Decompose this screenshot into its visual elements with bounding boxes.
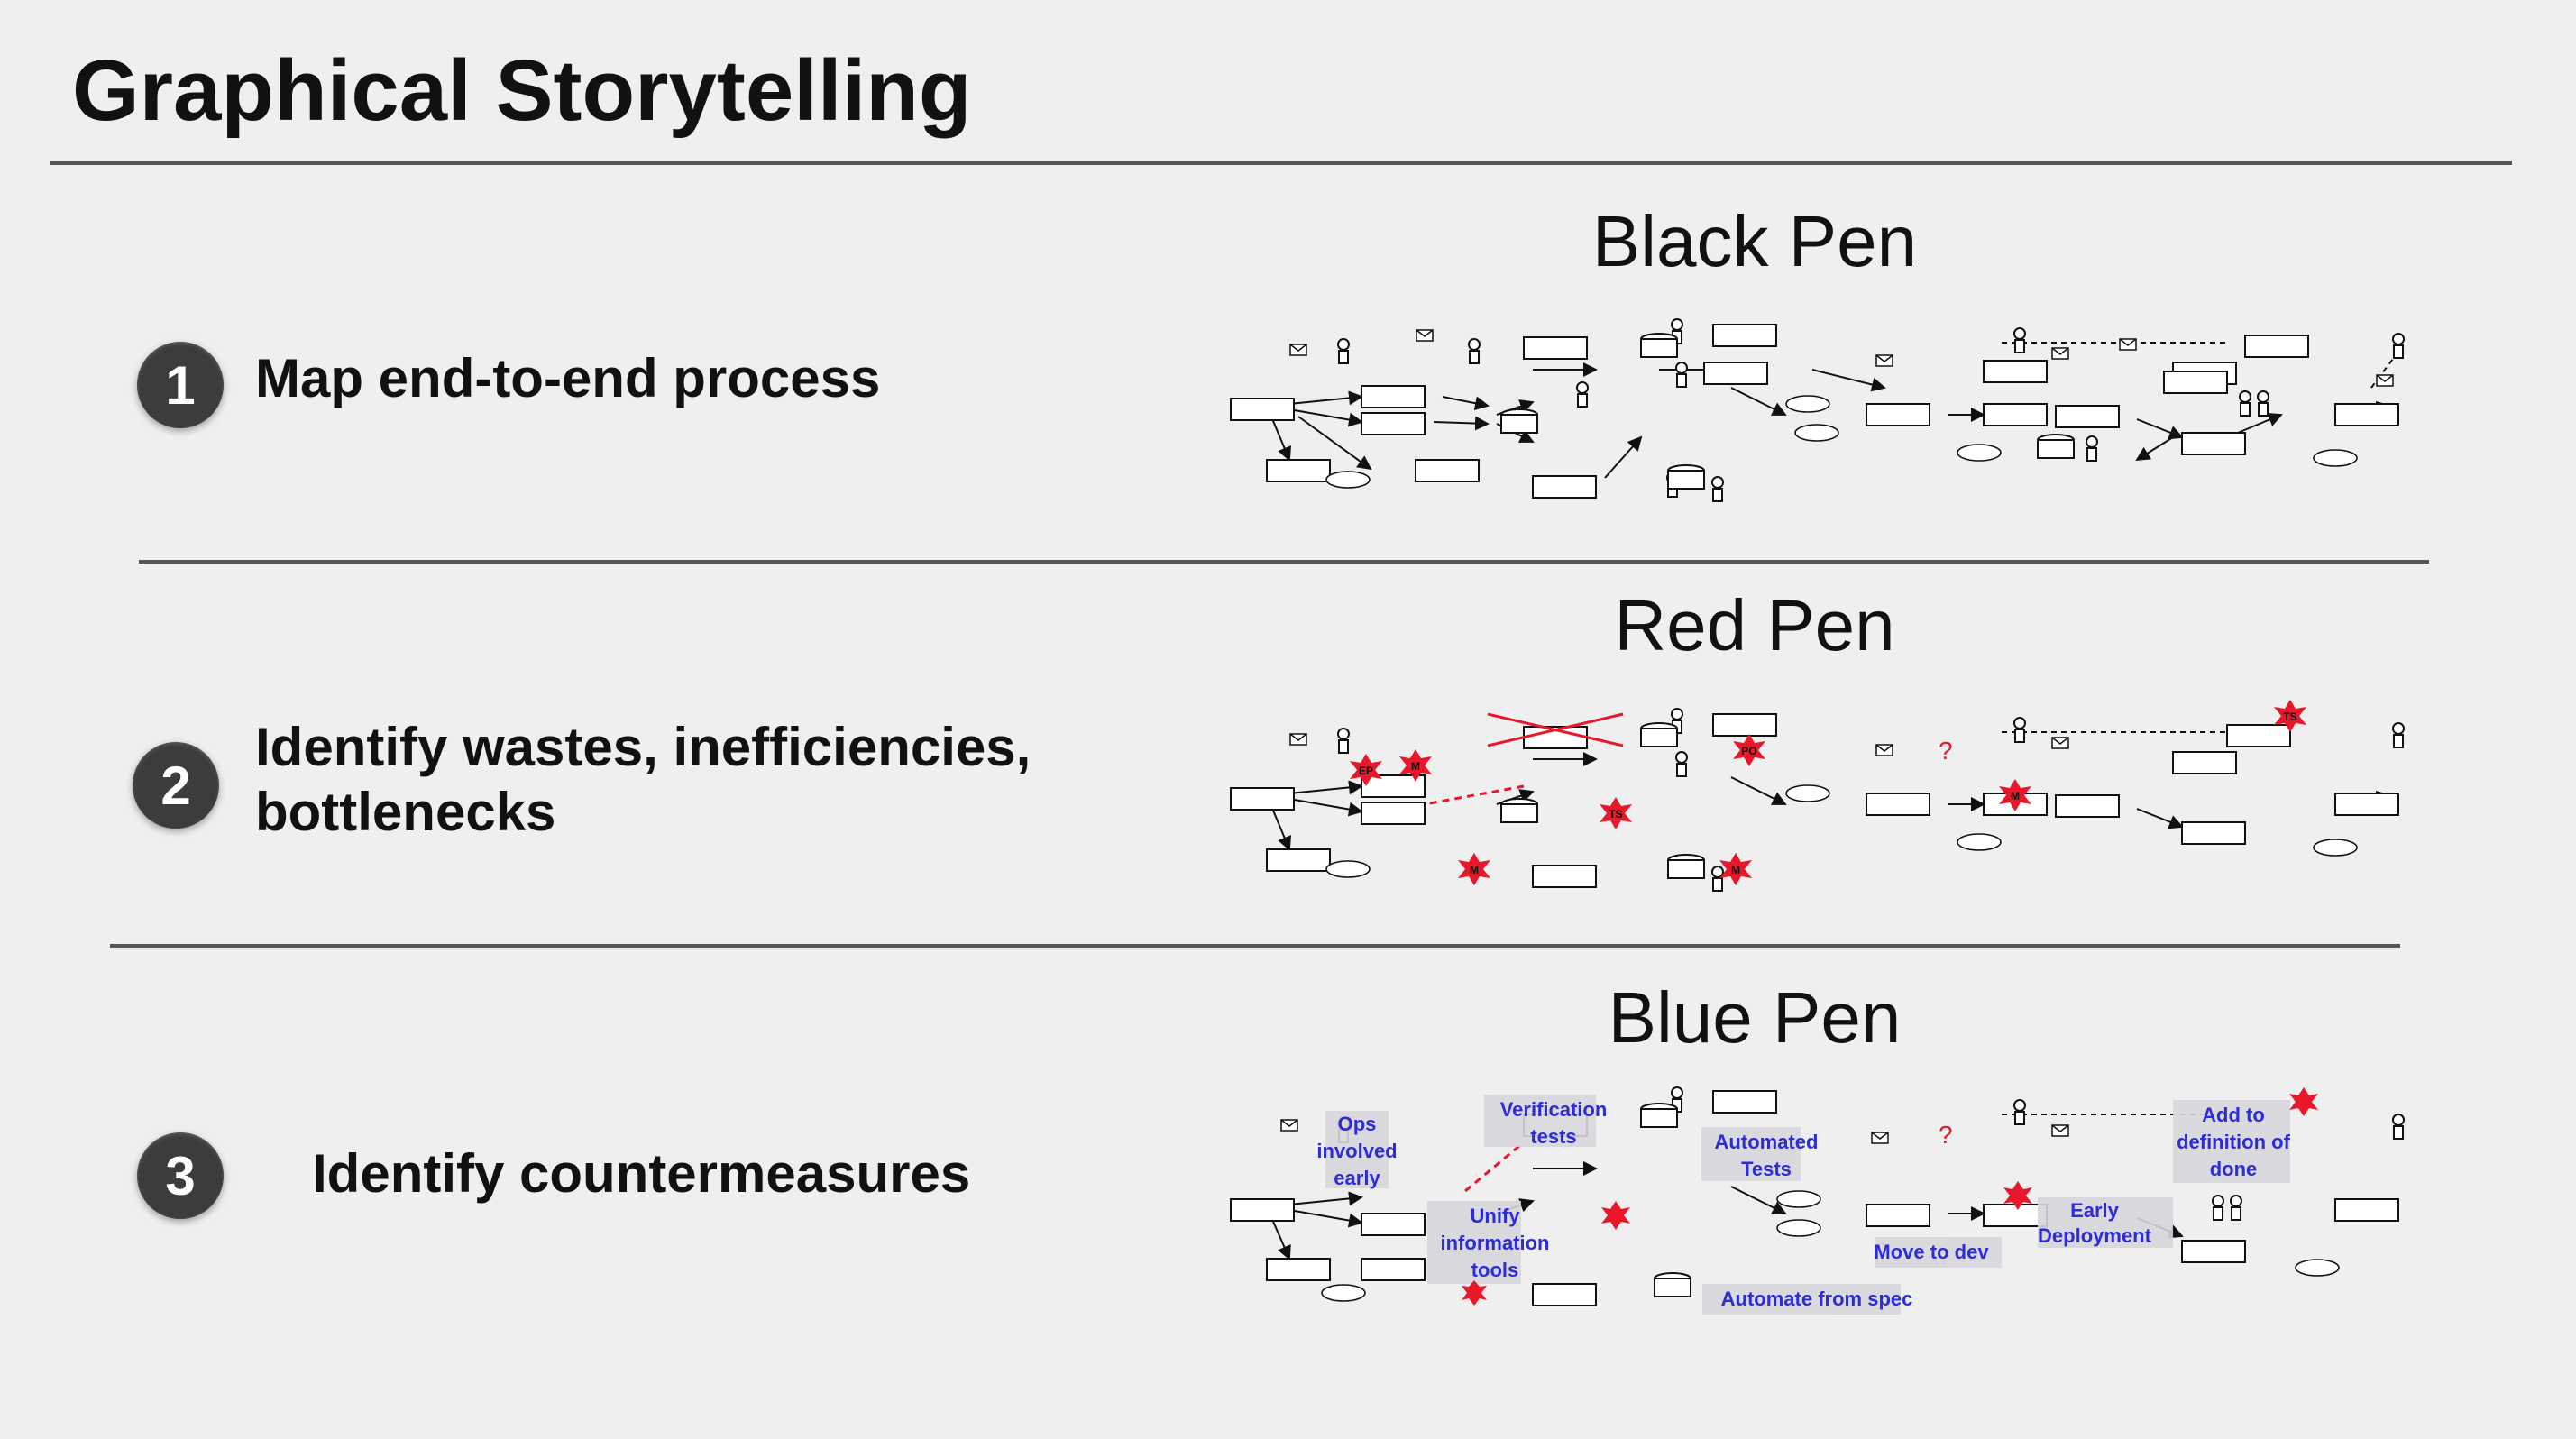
- note-unify: Unify: [1471, 1205, 1521, 1227]
- black-pen-label: Black Pen: [1591, 201, 1918, 281]
- note-move-to-dev: Move to dev: [1874, 1241, 1989, 1263]
- red-marker-m: M: [1731, 864, 1740, 876]
- red-marker-ts: TS: [2283, 710, 2296, 723]
- note-early: early: [1334, 1167, 1380, 1189]
- step-1-text: Map end-to-end process: [255, 346, 880, 411]
- note-information: information: [1441, 1232, 1550, 1254]
- section-divider-1: [139, 560, 2429, 564]
- step-3-line: Identify countermeasures: [312, 1143, 971, 1204]
- note-verification: Verification: [1500, 1098, 1608, 1121]
- note-automated: Automated: [1715, 1131, 1819, 1153]
- step-1-line: Map end-to-end process: [255, 348, 881, 408]
- red-marker-m: M: [1470, 864, 1479, 876]
- red-marker-m: M: [2011, 790, 2020, 802]
- step-3-text: Identify countermeasures: [312, 1141, 970, 1206]
- red-marker-po: PO: [1741, 745, 1756, 757]
- question-mark: ?: [1939, 737, 1953, 765]
- note-tests: tests: [1530, 1125, 1576, 1148]
- red-marker-ts: TS: [1609, 808, 1622, 820]
- red-marker-m: M: [1411, 760, 1420, 773]
- note-tools: tools: [1471, 1259, 1519, 1281]
- step-2-line-1: Identify wastes, inefficiencies,: [255, 717, 1031, 777]
- blue-notes: Ops involved early Verification tests Au…: [1316, 1098, 2290, 1310]
- red-pen-label: Red Pen: [1614, 585, 1895, 665]
- page-title: Graphical Storytelling: [72, 42, 972, 139]
- step-2-line-2: bottlenecks: [255, 782, 556, 842]
- note-early-2: Early: [2070, 1199, 2120, 1222]
- red-markers: EP M PO TS M M TS M: [1350, 700, 2306, 885]
- note-tests-2: Tests: [1741, 1158, 1792, 1180]
- title-divider: [50, 161, 2512, 165]
- red-pen-process-map: ? EP M PO TS M M TS M: [1230, 700, 2405, 892]
- black-pen-process-map: [1230, 318, 2405, 502]
- blue-pen-process-map: ? Ops involved early Verification tests …: [1230, 1086, 2405, 1315]
- red-marker-ep: EP: [1359, 765, 1373, 777]
- note-involved: involved: [1316, 1140, 1397, 1162]
- note-definition-of: definition of: [2177, 1131, 2291, 1153]
- step-2-text: Identify wastes, inefficiencies, bottlen…: [255, 715, 1031, 845]
- note-deployment: Deployment: [2038, 1224, 2152, 1247]
- note-ops: Ops: [1338, 1113, 1377, 1135]
- section-divider-2: [110, 944, 2400, 948]
- note-add-to: Add to: [2202, 1104, 2265, 1126]
- blue-pen-label: Blue Pen: [1608, 977, 1902, 1058]
- step-2-badge: 2: [133, 742, 219, 829]
- note-automate-from-spec: Automate from spec: [1721, 1288, 1913, 1310]
- step-1-badge: 1: [137, 342, 224, 428]
- step-3-badge: 3: [137, 1132, 224, 1219]
- note-done: done: [2210, 1158, 2258, 1180]
- svg-text:?: ?: [1939, 1121, 1953, 1149]
